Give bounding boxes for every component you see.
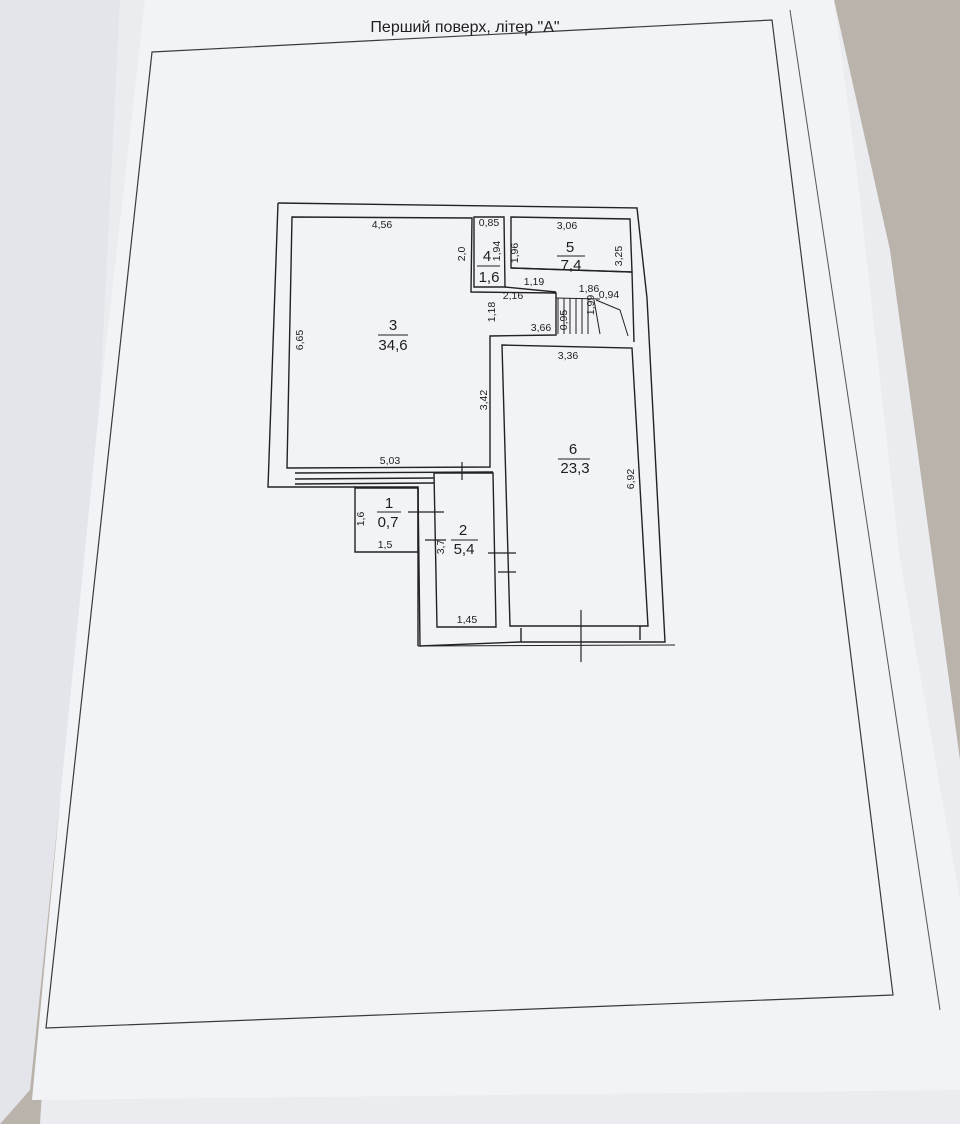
dim-corridor-b: 2,16 [503,290,524,302]
dim-corridor-a: 1,19 [524,276,545,288]
dim-r4-top: 0,85 [479,217,500,229]
staircase [555,297,629,337]
sheet [32,0,960,1100]
room-3-outline [286,216,557,469]
room-2-outline [433,472,497,628]
floor-plan [267,202,676,662]
dim-r2-bottom: 1,45 [457,614,478,626]
dim-r4-left: 2,0 [456,247,468,262]
step-line [294,477,435,480]
room-labels: 3 34,6 4 1,6 5 7,4 6 23,3 1 0,7 2 5,4 [377,239,590,558]
dimension-labels: 4,56 6,65 5,03 3,42 1,18 0,85 2,0 1,94 1… [294,217,637,626]
dim-stair-a: 1,86 [579,283,600,295]
step-line [294,471,494,474]
dim-r3-left: 6,65 [294,330,306,351]
room-4-number: 4 [483,248,491,265]
room-1-area: 0,7 [378,514,399,531]
dim-r5-right: 3,25 [613,246,625,267]
dim-r4-right: 1,94 [491,241,503,262]
room-1-number: 1 [385,495,393,512]
room-2-number: 2 [459,522,467,539]
room-4-area: 1,6 [479,269,500,286]
dim-r6-top: 3,36 [558,350,579,362]
corridor-line [504,286,557,293]
dim-r5-top: 3,06 [557,220,578,232]
room-5-area: 7,4 [561,257,582,274]
room-6-outline [501,344,649,627]
dim-r3-ledge: 3,66 [531,322,552,334]
dim-stair-b: 0,94 [599,289,620,301]
room-3-number: 3 [389,317,397,334]
room-6-number: 6 [569,441,577,458]
dim-stair-d: 1,99 [585,295,597,316]
outer-base-line [417,644,676,647]
dim-r6-right: 6,92 [625,469,637,490]
drawing-frame [45,19,894,1029]
sheet-title: Перший поверх, літер "А" [370,19,559,36]
room-3-area: 34,6 [378,337,407,354]
room-6-area: 23,3 [560,460,589,477]
stair-wall [510,267,635,343]
door-marks [408,462,582,662]
dim-r3-top: 4,56 [372,219,393,231]
outer-wall-left [267,202,355,488]
dim-r1-left: 1,6 [355,512,367,527]
dim-r1-bottom: 1,5 [378,539,393,551]
dim-r3-step: 1,18 [486,302,498,323]
dim-stair-c: 0,95 [558,310,570,331]
dim-r3-bottom: 5,03 [380,455,401,467]
dim-r2-left: 3,7 [435,540,447,555]
dim-r5-left: 1,96 [509,243,521,264]
frame-outer-line [789,9,941,1011]
step-line [294,482,435,485]
dim-r3-right: 3,42 [478,390,490,411]
room-2-area: 5,4 [454,541,475,558]
room-5-number: 5 [566,239,574,256]
